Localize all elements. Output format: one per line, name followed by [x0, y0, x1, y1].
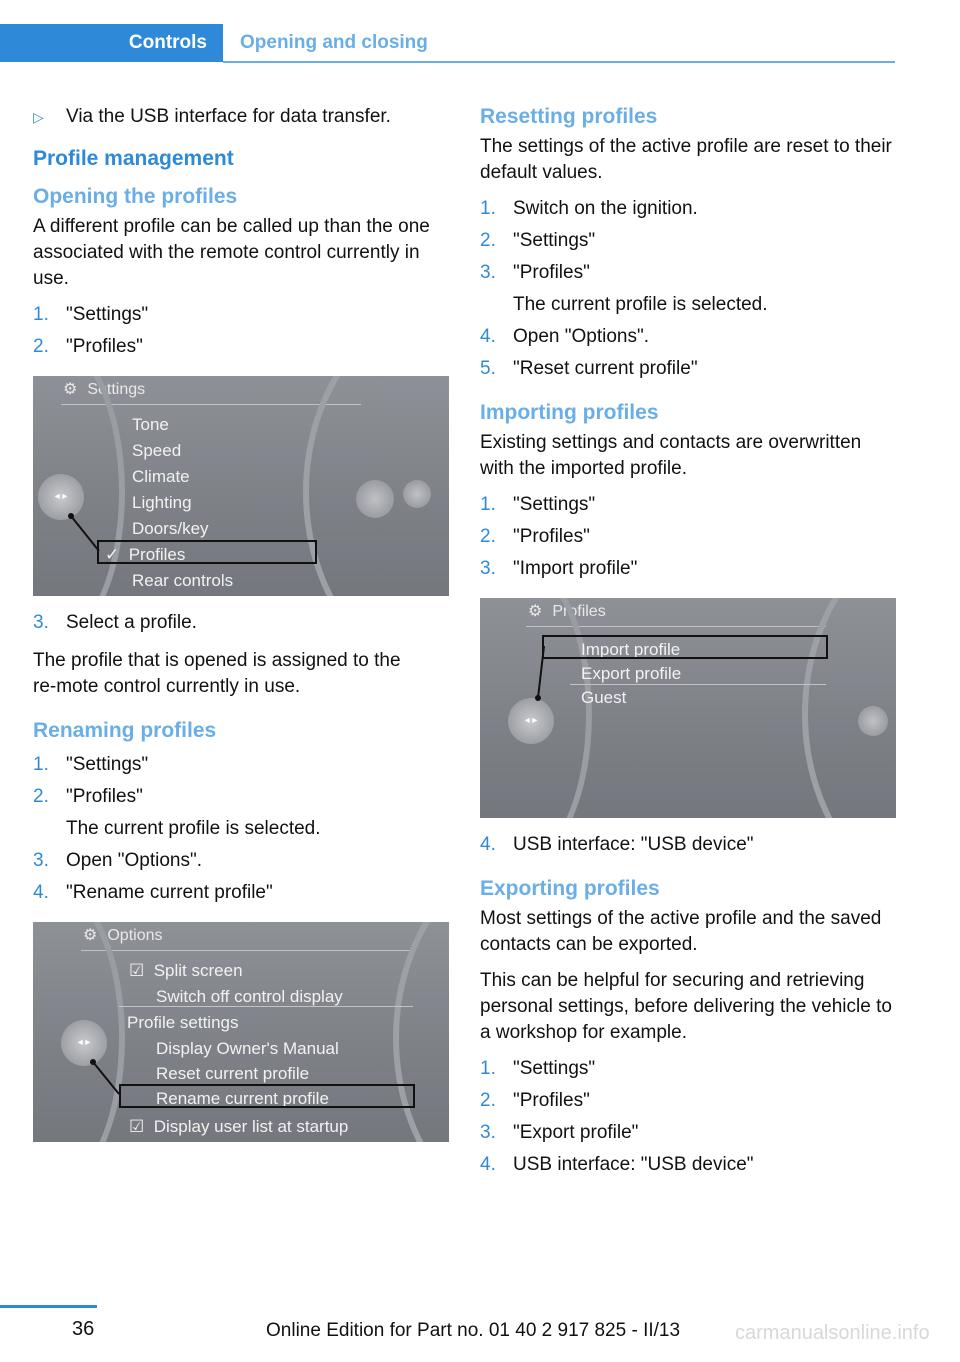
subheading-resetting: Resetting profiles	[480, 105, 658, 128]
selection-frame	[119, 1084, 415, 1108]
subheading-exporting: Exporting profiles	[480, 877, 660, 900]
list-item: 1."Settings"	[33, 304, 149, 325]
check-icon: ✓	[105, 545, 120, 564]
resetting-text: The settings of the active profile are r…	[480, 136, 892, 183]
left-column: ▷ Via the USB interface for data transfe…	[33, 100, 449, 1156]
screen-arc	[393, 922, 449, 1142]
triangle-bullet-icon: ▷	[33, 109, 44, 125]
exporting-text-1: Most settings of the active profile and …	[480, 908, 882, 955]
profiles-screen-image: ⚙ Profiles Import profile Export profile…	[480, 598, 896, 818]
screen-arc	[33, 376, 125, 596]
menu-item-selected: ✓ Profiles	[105, 545, 186, 564]
bullet-item: ▷ Via the USB interface for data transfe…	[33, 104, 449, 130]
exporting-steps: 1."Settings" 2."Profiles" 3."Export prof…	[480, 1056, 896, 1178]
settings-screen-image: ⚙ Settings Tone Speed Climate Lighting D…	[33, 376, 449, 596]
options-screen-image: ⚙ Options ☑ Split screen Switch off cont…	[33, 922, 449, 1142]
screen-arc	[802, 598, 896, 818]
selection-frame	[97, 540, 317, 564]
list-item: 3.Select a profile.	[33, 612, 197, 633]
subheading-importing: Importing profiles	[480, 401, 659, 424]
footer-rule	[0, 1305, 97, 1308]
renaming-steps: 1."Settings" 2."Profiles"The current pro…	[33, 752, 449, 906]
subheading-opening: Opening the profiles	[33, 185, 238, 208]
controller-knob-icon: ◂ ▸	[61, 1020, 107, 1066]
menu-item-selected: Rename current profile	[156, 1089, 329, 1108]
menu-item-selected: Import profile	[581, 640, 681, 659]
opening-after-text: The profile that is opened is assigned t…	[33, 650, 401, 697]
list-item: 2."Profiles"	[480, 1090, 590, 1111]
list-item: 3."Export profile"	[480, 1122, 639, 1143]
menu-item: Tone	[132, 415, 169, 434]
screen-arc	[480, 598, 592, 818]
list-item: 2."Profiles"	[33, 336, 143, 357]
menu-item: Display Owner's Manual	[156, 1039, 339, 1058]
list-item: 1."Settings"	[480, 494, 596, 515]
list-item: 4.USB interface: "USB device"	[480, 834, 754, 855]
right-column: Resetting profiles The settings of the a…	[480, 100, 896, 1190]
checkbox-checked-icon: ☑	[129, 1117, 145, 1136]
media-icon	[403, 480, 431, 508]
list-item: 2."Profiles"The current profile is selec…	[33, 786, 321, 839]
media-icon	[858, 706, 888, 736]
page-number: 36	[72, 1318, 95, 1340]
header-rule	[223, 61, 895, 63]
pointer-line	[90, 1059, 120, 1095]
controller-knob-icon: ◂ ▸	[38, 474, 84, 520]
menu-item: Lighting	[132, 493, 192, 512]
list-item: 5."Reset current profile"	[480, 358, 698, 379]
bullet-text: Via the USB interface for data transfer.	[66, 106, 391, 127]
importing-text: Existing settings and contacts are overw…	[480, 432, 862, 479]
list-item: 1."Settings"	[480, 1058, 596, 1079]
exporting-text-2: This can be helpful for securing and ret…	[480, 970, 892, 1043]
list-item: 3.Open "Options".	[33, 850, 203, 871]
menu-group-label: Profile settings	[127, 1013, 239, 1032]
section-heading: Profile management	[33, 147, 234, 170]
controller-knob-icon: ◂ ▸	[508, 698, 554, 744]
edition-text: Online Edition for Part no. 01 40 2 917 …	[266, 1320, 681, 1341]
list-item: 3."Import profile"	[480, 558, 638, 579]
list-item: 3."Profiles"The current profile is selec…	[480, 262, 768, 315]
menu-item: Rear controls	[132, 571, 234, 590]
screen-arc	[303, 376, 449, 596]
list-item: 4.Open "Options".	[480, 326, 650, 347]
opening-step3: 3.Select a profile.	[33, 610, 449, 636]
importing-steps: 1."Settings" 2."Profiles" 3."Import prof…	[480, 492, 896, 582]
opening-steps: 1."Settings" 2."Profiles"	[33, 302, 449, 360]
pointer-line	[68, 513, 100, 552]
controller-knob-icon	[356, 480, 394, 518]
menu-item: ☑ Display user list at startup	[129, 1117, 349, 1136]
tab-opening-and-closing[interactable]: Opening and closing	[240, 32, 428, 53]
list-item: 2."Profiles"	[480, 526, 590, 547]
importing-step4: 4.USB interface: "USB device"	[480, 832, 896, 858]
menu-item: ☑ Split screen	[129, 961, 243, 980]
list-item: 4.USB interface: "USB device"	[480, 1154, 754, 1175]
tab-controls[interactable]: Controls	[0, 24, 223, 62]
list-item: 2."Settings"	[480, 230, 596, 251]
list-item: 4."Rename current profile"	[33, 882, 273, 903]
menu-item: Export profile	[581, 664, 682, 683]
menu-item: Switch off control display	[156, 987, 343, 1006]
list-item: 1.Switch on the ignition.	[480, 198, 698, 219]
watermark: carmanualsonline.info	[735, 1322, 930, 1344]
pointer-line	[535, 645, 545, 701]
menu-item: Reset current profile	[156, 1064, 310, 1083]
menu-item: Guest	[581, 688, 627, 707]
menu-item: Climate	[132, 467, 190, 486]
menu-item: Doors/key	[132, 519, 209, 538]
screen-arc	[33, 922, 125, 1142]
list-item: 1."Settings"	[33, 754, 149, 775]
menu-item: Speed	[132, 441, 182, 460]
subheading-renaming: Renaming profiles	[33, 719, 217, 742]
opening-text: A different profile can be called up tha…	[33, 216, 430, 289]
checkbox-checked-icon: ☑	[129, 961, 145, 980]
resetting-steps: 1.Switch on the ignition. 2."Settings" 3…	[480, 196, 896, 382]
